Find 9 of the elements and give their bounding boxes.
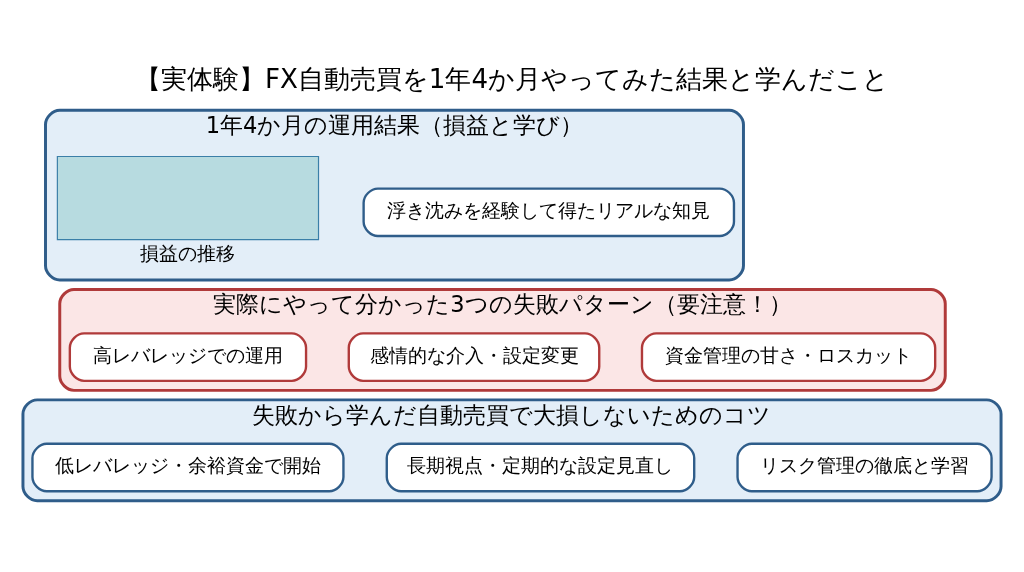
diagram-title: 【実体験】FX自動売買を1年4か月やってみた結果と学んだこと	[134, 63, 890, 94]
node-box: 長期視点・定期的な設定見直し	[385, 442, 696, 492]
node-label: 損益の推移	[140, 241, 236, 264]
node-box: 浮き沈みを経験して得たリアルな知見	[362, 186, 736, 237]
node-box: 高レバレッジでの運用	[68, 331, 308, 382]
node-box: 資金管理の甘さ・ロスカット	[640, 331, 937, 382]
node-box: 感情的な介入・設定変更	[347, 331, 601, 382]
node-box: リスク管理の徹底と学習	[736, 442, 993, 492]
node-box: 低レバレッジ・余裕資金で開始	[31, 442, 345, 492]
